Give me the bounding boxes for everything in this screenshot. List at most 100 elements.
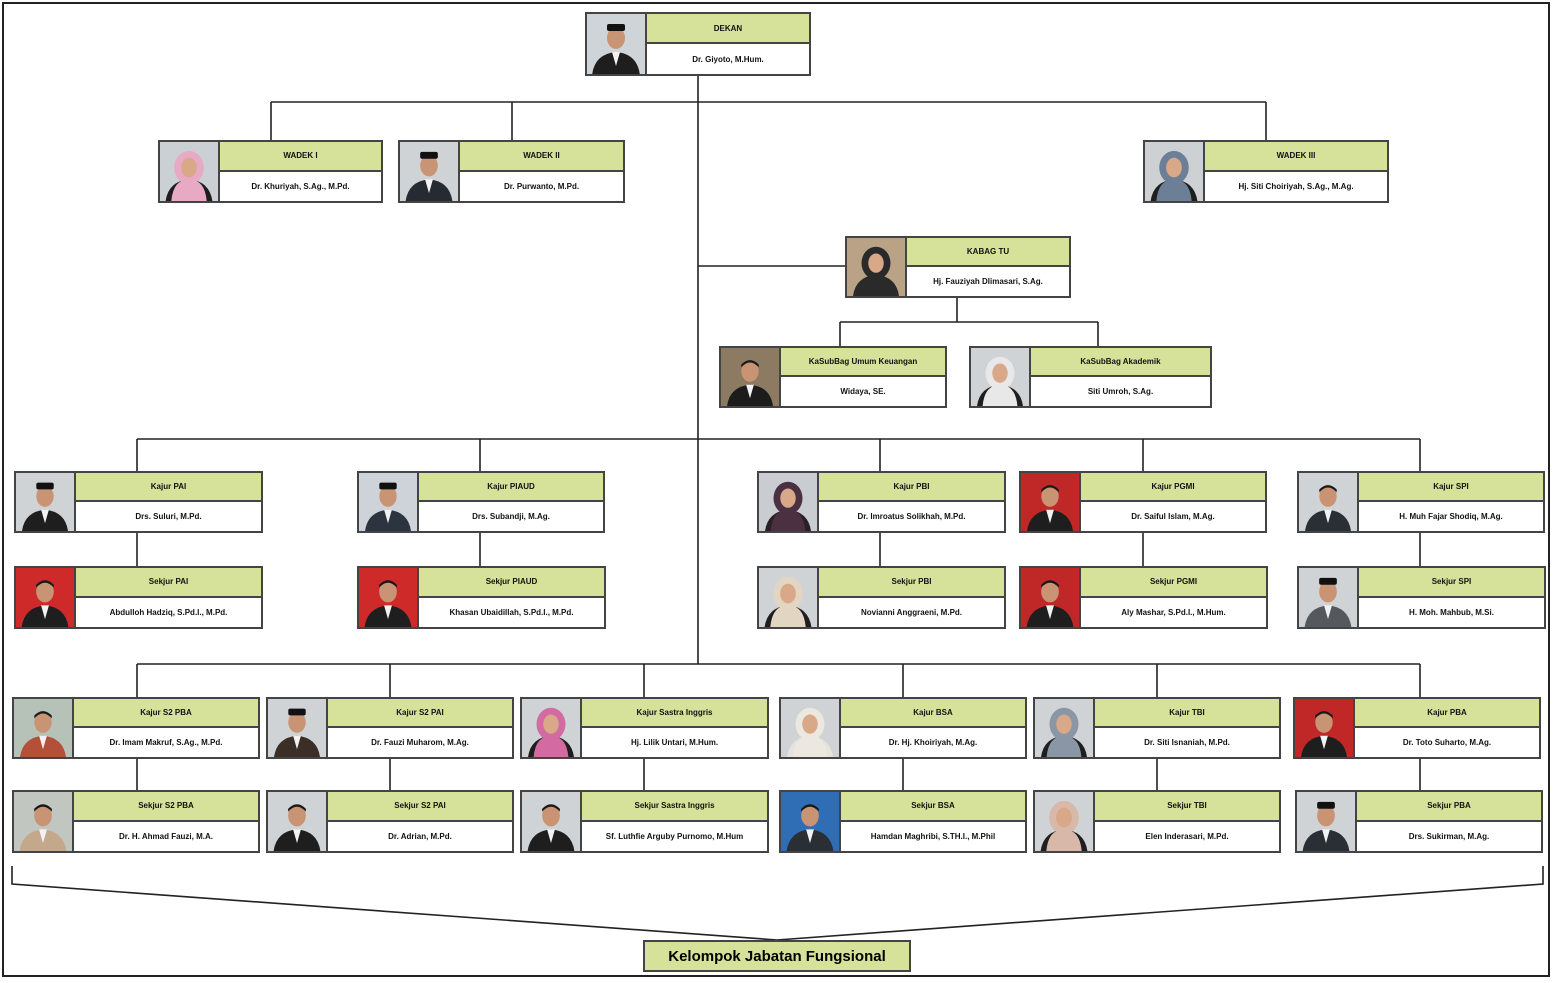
- portrait-photo: [1145, 142, 1205, 201]
- position-title: Kajur BSA: [841, 699, 1025, 728]
- position-title: Sekjur PBI: [819, 568, 1004, 598]
- portrait-photo: [16, 568, 76, 627]
- person-name: Dr. Saiful Islam, M.Ag.: [1131, 512, 1215, 521]
- position-title: Sekjur SPI: [1359, 568, 1544, 598]
- portrait-photo: [1021, 473, 1081, 531]
- portrait-photo: [1295, 699, 1355, 757]
- position-title: KaSubBag Akademik: [1031, 348, 1210, 377]
- portrait-photo: [1299, 473, 1359, 531]
- portrait-photo: [359, 568, 419, 627]
- person-name: Dr. Hj. Khoiriyah, M.Ag.: [888, 738, 978, 747]
- kajur-piaud-box: Kajur PIAUD Drs. Subandji, M.Ag.: [357, 471, 605, 533]
- portrait-photo: [14, 699, 74, 757]
- sekjur-piaud-box: Sekjur PIAUD Khasan Ubaidillah, S.Pd.I., …: [357, 566, 606, 629]
- portrait-photo: [522, 792, 582, 851]
- person-name: Hj. Fauziyah Dlimasari, S.Ag.: [933, 277, 1043, 286]
- person-name: Widaya, SE.: [840, 387, 886, 396]
- person-name: Novianni Anggraeni, M.Pd.: [860, 607, 963, 617]
- person-name: Dr. Khuriyah, S.Ag., M.Pd.: [251, 181, 350, 191]
- person-name: Khasan Ubaidillah, S.Pd.I., M.Pd.: [449, 607, 574, 617]
- connector: [839, 297, 1099, 347]
- portrait-photo: [160, 142, 220, 201]
- portrait-photo: [1035, 699, 1095, 757]
- position-title: Sekjur PGMI: [1081, 568, 1266, 598]
- portrait-photo: [522, 699, 582, 757]
- position-title: KABAG TU: [907, 238, 1069, 267]
- position-title: Kajur PGMI: [1081, 473, 1265, 502]
- connector: [136, 663, 1421, 698]
- portrait-photo: [781, 792, 841, 851]
- portrait-photo: [268, 792, 328, 851]
- position-title: Sekjur S2 PAI: [328, 792, 512, 822]
- position-title: Sekjur PBA: [1357, 792, 1541, 822]
- person-name: Dr. Imroatus Solikhah, M.Pd.: [857, 512, 966, 521]
- kabag-tu-box: KABAG TU Hj. Fauziyah Dlimasari, S.Ag.: [845, 236, 1071, 298]
- position-title: Kajur PIAUD: [419, 473, 603, 502]
- wadek-2-box: WADEK II Dr. Purwanto, M.Pd.: [398, 140, 625, 203]
- person-name: Abdulloh Hadziq, S.Pd.I., M.Pd.: [109, 607, 228, 617]
- brace: [11, 866, 1544, 941]
- position-title: Kajur TBI: [1095, 699, 1279, 728]
- portrait-photo: [721, 348, 781, 406]
- portrait-photo: [1035, 792, 1095, 851]
- portrait-photo: [1297, 792, 1357, 851]
- portrait-photo: [400, 142, 460, 201]
- portrait-photo: [587, 14, 647, 74]
- portrait-photo: [1299, 568, 1359, 627]
- dekan-box: DEKAN Dr. Giyoto, M.Hum.: [585, 12, 811, 76]
- kajur-tbi-box: Kajur TBI Dr. Siti Isnaniah, M.Pd.: [1033, 697, 1281, 759]
- portrait-photo: [759, 473, 819, 531]
- connector: [136, 758, 1421, 791]
- position-title: Kajur Sastra Inggris: [582, 699, 767, 728]
- person-name: H. Moh. Mahbub, M.Si.: [1409, 607, 1494, 617]
- person-name: Dr. Toto Suharto, M.Ag.: [1402, 738, 1492, 747]
- sekjur-pbi-box: Sekjur PBI Novianni Anggraeni, M.Pd.: [757, 566, 1006, 629]
- position-title: KaSubBag Umum Keuangan: [781, 348, 945, 377]
- person-name: Hj. Siti Choiriyah, S.Ag., M.Ag.: [1238, 181, 1354, 191]
- kajur-pba-box: Kajur PBA Dr. Toto Suharto, M.Ag.: [1293, 697, 1541, 759]
- person-name: Aly Mashar, S.Pd.I., M.Hum.: [1121, 607, 1226, 617]
- person-name: Dr. Purwanto, M.Pd.: [503, 181, 580, 191]
- position-title: Kajur SPI: [1359, 473, 1543, 502]
- position-title: Kajur PBI: [819, 473, 1004, 502]
- sekjur-pai-box: Sekjur PAI Abdulloh Hadziq, S.Pd.I., M.Pd…: [14, 566, 263, 629]
- person-name: Drs. Subandji, M.Ag.: [472, 512, 550, 521]
- portrait-photo: [781, 699, 841, 757]
- portrait-photo: [759, 568, 819, 627]
- portrait-photo: [359, 473, 419, 531]
- portrait-photo: [16, 473, 76, 531]
- portrait-photo: [847, 238, 907, 296]
- position-title: Sekjur PIAUD: [419, 568, 604, 598]
- person-name: H. Muh Fajar Shodiq, M.Ag.: [1399, 512, 1503, 521]
- kajur-spi-box: Kajur SPI H. Muh Fajar Shodiq, M.Ag.: [1297, 471, 1545, 533]
- sekjur-pgmi-box: Sekjur PGMI Aly Mashar, S.Pd.I., M.Hum.: [1019, 566, 1268, 629]
- person-name: Dr. Fauzi Muharom, M.Ag.: [371, 738, 469, 747]
- kajur-pgmi-box: Kajur PGMI Dr. Saiful Islam, M.Ag.: [1019, 471, 1267, 533]
- portrait-photo: [971, 348, 1031, 406]
- position-title: Sekjur Sastra Inggris: [582, 792, 767, 822]
- person-name: Sf. Luthfie Arguby Purnomo, M.Hum: [605, 831, 744, 841]
- person-name: Hj. Lilik Untari, M.Hum.: [630, 738, 719, 747]
- person-name: Dr. Siti Isnaniah, M.Pd.: [1144, 738, 1230, 747]
- sekjur-spi-box: Sekjur SPI H. Moh. Mahbub, M.Si.: [1297, 566, 1546, 629]
- person-name: Drs. Suluri, M.Pd.: [135, 512, 202, 521]
- person-name: Dr. Imam Makruf, S.Ag., M.Pd.: [109, 738, 223, 747]
- person-name: Hamdan Maghribi, S.TH.I., M.Phil: [870, 831, 996, 841]
- position-title: Kajur PBA: [1355, 699, 1539, 728]
- sekjur-s2-pai-box: Sekjur S2 PAI Dr. Adrian, M.Pd.: [266, 790, 514, 853]
- position-title: Sekjur PAI: [76, 568, 261, 598]
- position-title: DEKAN: [647, 14, 809, 44]
- person-name: Dr. Giyoto, M.Hum.: [692, 54, 764, 64]
- position-title: WADEK II: [460, 142, 623, 172]
- person-name: Dr. Adrian, M.Pd.: [388, 831, 452, 841]
